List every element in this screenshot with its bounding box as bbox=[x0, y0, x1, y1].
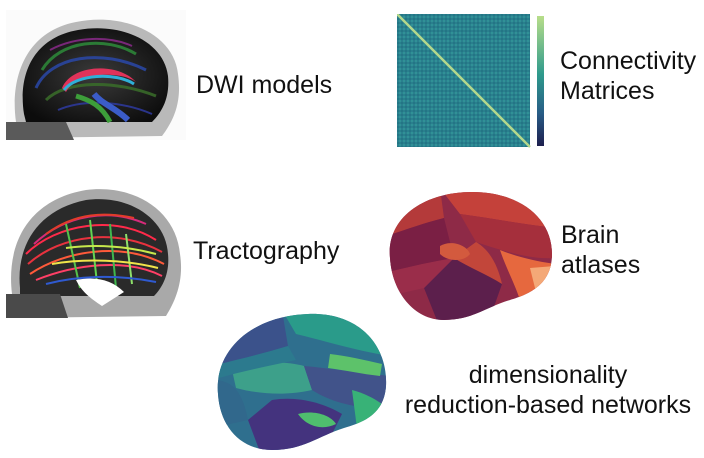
dimred-label-line2: reduction-based networks bbox=[404, 391, 692, 419]
dwi-panel bbox=[6, 10, 186, 140]
tractography-streamlines-icon bbox=[6, 184, 186, 318]
brain-network-surface-icon bbox=[217, 313, 387, 450]
atlases-label-line1: Brain bbox=[561, 221, 620, 249]
brain-atlases-label: Brain atlases bbox=[561, 220, 640, 280]
tractography-label: Tractography bbox=[193, 237, 340, 265]
connectivity-label-line2: Matrices bbox=[560, 77, 655, 105]
atlases-label-line2: atlases bbox=[561, 251, 641, 279]
dwi-models-label: DWI models bbox=[196, 71, 333, 99]
tractography-panel bbox=[6, 184, 186, 318]
connectivity-matrices-label: Connectivity Matrices bbox=[560, 46, 696, 106]
network-panel bbox=[212, 310, 390, 452]
dimensionality-reduction-networks-label: dimensionality reduction-based networks bbox=[398, 360, 698, 420]
connectivity-matrix-heatmap-icon bbox=[397, 14, 544, 148]
connectivity-label-line1: Connectivity bbox=[560, 47, 697, 75]
dwi-brain-sagittal-icon bbox=[6, 10, 186, 140]
atlas-panel bbox=[380, 188, 556, 328]
brain-atlas-surface-icon bbox=[389, 192, 552, 320]
dimred-label-line1: dimensionality bbox=[468, 361, 628, 389]
connectivity-panel bbox=[397, 14, 552, 150]
